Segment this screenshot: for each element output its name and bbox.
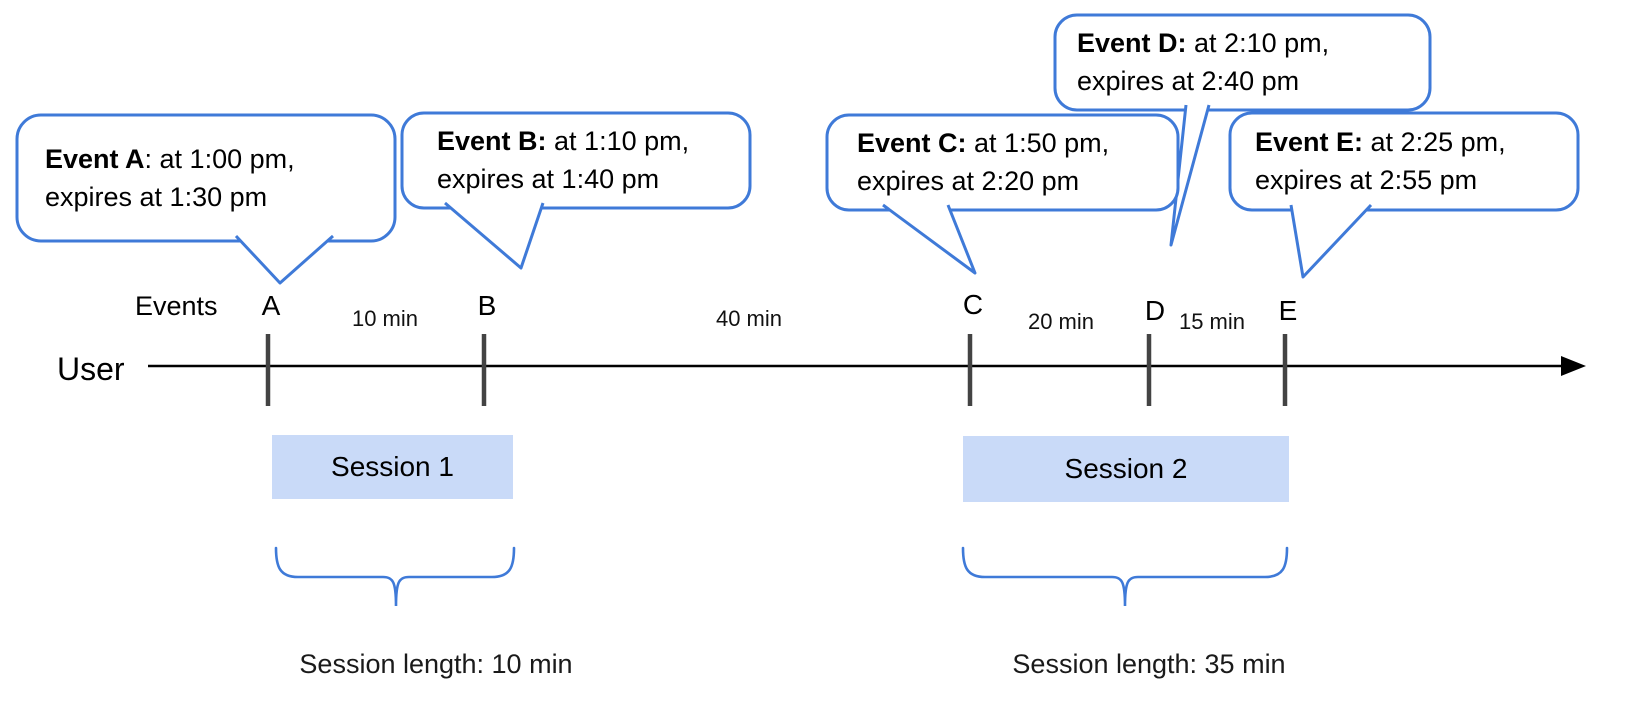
event-c-expiry: expires at 2:20 pm (857, 166, 1080, 196)
session-2-label: Session 2 (1064, 453, 1188, 484)
session-2-bar: Session 2 (963, 436, 1289, 502)
timeline-arrowhead-icon (1561, 356, 1586, 376)
brace-session-1 (274, 546, 516, 607)
event-mark-b: B (477, 290, 497, 321)
brace-session-2 (961, 546, 1289, 607)
event-mark-d: D (1144, 295, 1166, 326)
bubble-e-tail (1289, 203, 1373, 279)
event-d-expiry: expires at 2:40 pm (1077, 66, 1300, 96)
interval-d-e: 15 min (1178, 309, 1246, 334)
bubble-event-e-line1: Event E: at 2:25 pm, (1255, 123, 1506, 161)
bubble-event-e: Event E: at 2:25 pm, expires at 2:55 pm (1255, 123, 1506, 199)
bubble-d-tail (1169, 104, 1211, 247)
event-e-time: at 2:25 pm, (1363, 127, 1506, 157)
event-d-time: at 2:10 pm, (1186, 28, 1330, 58)
event-c-name: Event C: (857, 128, 967, 158)
bubble-event-b-line1: Event B: at 1:10 pm, (437, 122, 689, 160)
interval-b-c: 40 min (715, 306, 783, 331)
bubble-c-tail (882, 203, 977, 275)
event-b-name: Event B: (437, 126, 547, 156)
bubble-b-tail (444, 201, 545, 270)
event-mark-c: C (962, 289, 984, 320)
bubble-event-c-line1: Event C: at 1:50 pm, (857, 124, 1109, 162)
bubble-event-a: Event A: at 1:00 pm, expires at 1:30 pm (45, 140, 295, 216)
bubble-event-d: Event D: at 2:10 pm, expires at 2:40 pm (1077, 24, 1329, 100)
bubble-e-shape (1228, 111, 1580, 212)
user-row-label: User (57, 351, 125, 387)
bubble-event-d-line1: Event D: at 2:10 pm, (1077, 24, 1329, 62)
session-1-length-label: Session length: 10 min (299, 649, 573, 679)
bubble-b-shape (400, 111, 752, 210)
event-e-name: Event E: (1255, 127, 1364, 157)
event-b-expiry: expires at 1:40 pm (437, 164, 660, 194)
event-a-time: : at 1:00 pm, (144, 144, 295, 174)
interval-c-d: 20 min (1027, 309, 1095, 334)
session-2-length-label: Session length: 35 min (1012, 649, 1286, 679)
event-a-name: Event A (45, 144, 145, 174)
bubble-event-b: Event B: at 1:10 pm, expires at 1:40 pm (437, 122, 689, 198)
event-b-time: at 1:10 pm, (546, 126, 690, 156)
event-a-expiry: expires at 1:30 pm (45, 182, 268, 212)
event-mark-a: A (261, 290, 281, 321)
bubble-event-a-line1: Event A: at 1:00 pm, (45, 140, 295, 178)
interval-a-b: 10 min (351, 306, 419, 331)
bubble-a-tail (234, 234, 334, 285)
session-1-bar: Session 1 (272, 435, 513, 499)
event-mark-e: E (1278, 295, 1298, 326)
bubble-a-shape (15, 113, 397, 243)
events-row-label: Events (135, 291, 218, 321)
event-c-time: at 1:50 pm, (966, 128, 1110, 158)
session-1-label: Session 1 (331, 451, 454, 482)
bubble-c-shape (825, 113, 1180, 212)
bubble-d-shape (1053, 13, 1432, 112)
event-e-expiry: expires at 2:55 pm (1255, 165, 1478, 195)
event-d-name: Event D: (1077, 28, 1187, 58)
bubble-event-c: Event C: at 1:50 pm, expires at 2:20 pm (857, 124, 1109, 200)
